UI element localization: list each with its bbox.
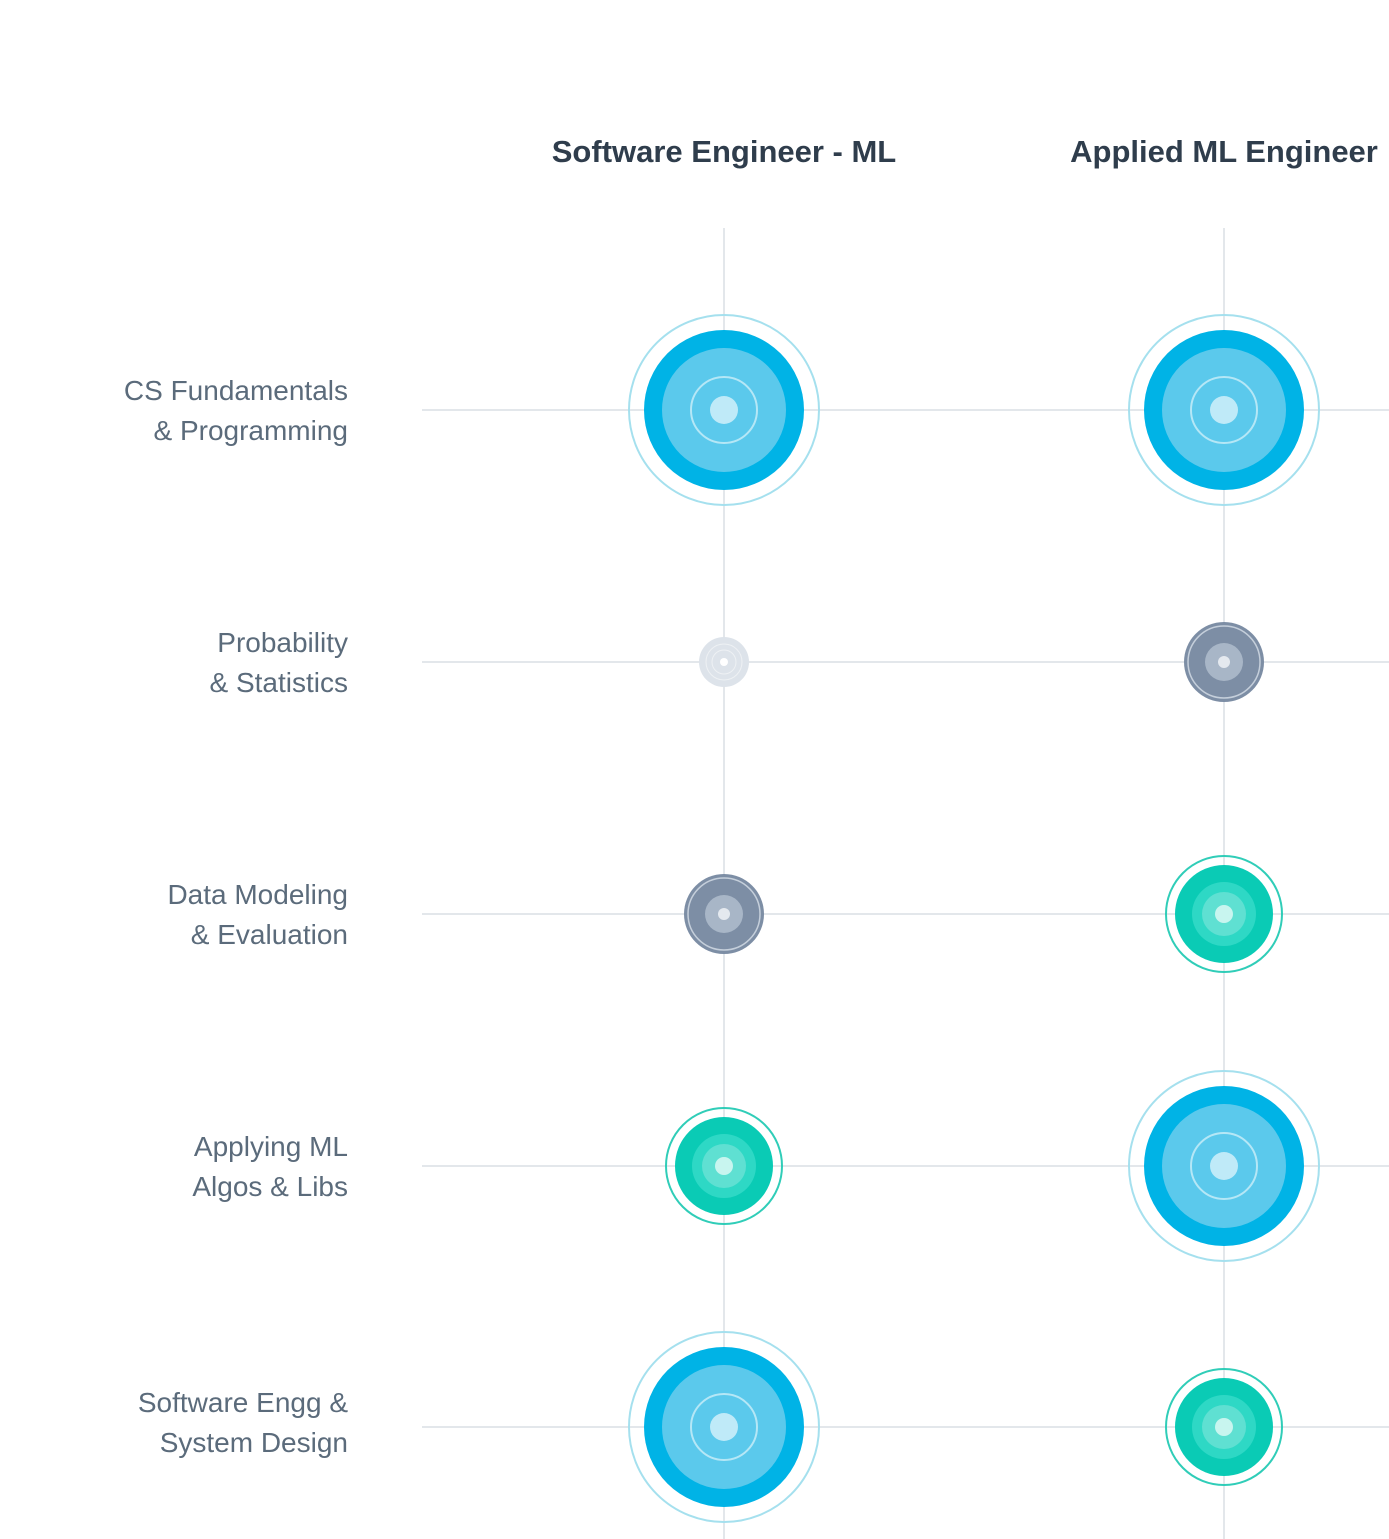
row-label-applying-ml: Applying ML Algos & Libs [18, 1127, 348, 1207]
row-label-line: & Evaluation [190, 919, 348, 950]
row-label-line: & Statistics [209, 667, 348, 698]
proficiency-marker-medium-ring-4 [1215, 1418, 1233, 1436]
row-label-cs-fundamentals: CS Fundamentals & Programming [18, 371, 348, 451]
proficiency-marker-medium-ring-4 [1215, 905, 1233, 923]
proficiency-marker-low-ring-3 [1218, 656, 1230, 668]
proficiency-marker-high [628, 314, 820, 506]
proficiency-marker-none-ring-1 [705, 643, 743, 681]
row-label-data-modeling: Data Modeling & Evaluation [18, 875, 348, 955]
row-label-line: Software Engg & [137, 1387, 348, 1418]
proficiency-marker-high-ring-4 [710, 1413, 738, 1441]
row-label-line: & Programming [153, 415, 348, 446]
proficiency-marker-high-ring-3 [1190, 376, 1258, 444]
row-label-line: Algos & Libs [192, 1171, 348, 1202]
proficiency-marker-high-ring-4 [1210, 396, 1238, 424]
proficiency-marker-high-ring-4 [1210, 1152, 1238, 1180]
proficiency-marker-medium-ring-4 [715, 1157, 733, 1175]
proficiency-marker-high [1128, 1070, 1320, 1262]
row-label-line: CS Fundamentals [123, 375, 348, 406]
proficiency-marker-none-ring-3 [720, 658, 728, 666]
proficiency-marker-medium [1165, 855, 1283, 973]
proficiency-marker-medium [665, 1107, 783, 1225]
proficiency-marker-high [1128, 314, 1320, 506]
proficiency-marker-high-ring-3 [690, 1393, 758, 1461]
column-title-software-engineer-ml: Software Engineer - ML [551, 134, 897, 169]
proficiency-marker-none-ring-2 [711, 649, 737, 675]
row-label-line: System Design [159, 1427, 348, 1458]
proficiency-marker-high-ring-4 [710, 396, 738, 424]
proficiency-marker-medium [1165, 1368, 1283, 1486]
proficiency-marker-low-ring-1 [1187, 625, 1261, 699]
proficiency-marker-high [628, 1331, 820, 1523]
row-label-line: Data Modeling [167, 879, 348, 910]
row-label-line: Probability [217, 627, 348, 658]
proficiency-marker-low-ring-3 [718, 908, 730, 920]
row-label-line: Applying ML [193, 1131, 348, 1162]
column-title-applied-ml-engineer: Applied ML Engineer [1070, 134, 1378, 169]
proficiency-marker-low-ring-1 [687, 877, 761, 951]
proficiency-marker-high-ring-3 [690, 376, 758, 444]
proficiency-marker-high-ring-3 [1190, 1132, 1258, 1200]
row-label-probability-statistics: Probability & Statistics [18, 623, 348, 703]
row-label-software-engg: Software Engg & System Design [18, 1383, 348, 1463]
